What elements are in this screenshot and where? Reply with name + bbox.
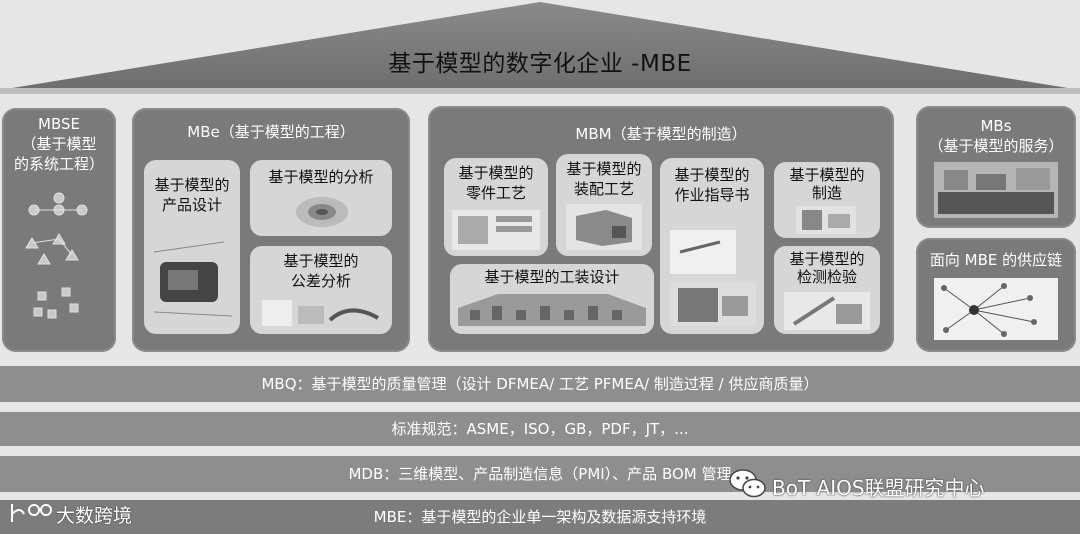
manufacturing-image bbox=[796, 206, 856, 234]
pillar-mbs: MBs （基于模型的服务） bbox=[916, 106, 1076, 228]
mbs-title: MBs bbox=[916, 116, 1076, 136]
mbe-title: MBe（基于模型的工程） bbox=[132, 122, 410, 142]
analysis-mesh-image bbox=[292, 192, 352, 232]
pillar-supply-chain: 面向 MBE 的供应链 bbox=[916, 238, 1076, 352]
pillar-mbm: MBM（基于模型的制造） 基于模型的 零件工艺 基于模型的 装配工艺 基于模型的… bbox=[428, 106, 894, 352]
mbse-subtitle: （基于模型 bbox=[2, 134, 116, 154]
work-instruction-image bbox=[670, 230, 756, 326]
service-image bbox=[934, 162, 1058, 218]
analysis-label: 基于模型的分析 bbox=[250, 168, 392, 187]
product-cad-image bbox=[154, 232, 234, 322]
mbse-subtitle-2: 的系统工程） bbox=[2, 154, 116, 174]
supply-chain-network-image bbox=[934, 278, 1058, 340]
card-product-design: 基于模型的 产品设计 bbox=[144, 160, 240, 334]
product-design-label-2: 产品设计 bbox=[144, 196, 240, 215]
pillar-mbe: MBe（基于模型的工程） 基于模型的 产品设计 基于模型的分析 基于模型的 公差… bbox=[132, 108, 410, 352]
card-tolerance: 基于模型的 公差分析 bbox=[250, 246, 392, 334]
card-parts-process: 基于模型的 零件工艺 bbox=[444, 158, 548, 256]
assembly-process-label-2: 装配工艺 bbox=[556, 180, 652, 199]
parts-process-label-2: 零件工艺 bbox=[444, 184, 548, 203]
mbse-title: MBSE bbox=[2, 114, 116, 134]
band-standards: 标准规范：ASME，ISO，GB，PDF，JT，... bbox=[0, 412, 1080, 446]
wechat-icon bbox=[728, 466, 768, 500]
band-mbq: MBQ：基于模型的质量管理（设计 DFMEA/ 工艺 PFMEA/ 制造过程 /… bbox=[0, 366, 1080, 402]
supply-chain-title: 面向 MBE 的供应链 bbox=[916, 250, 1076, 270]
roof-title: 基于模型的数字化企业 -MBE bbox=[0, 44, 1080, 78]
inspection-image bbox=[784, 292, 870, 330]
card-analysis: 基于模型的分析 bbox=[250, 160, 392, 236]
bigdata-logo-icon bbox=[8, 500, 54, 526]
manufacturing-label-1: 基于模型的 bbox=[774, 166, 880, 185]
card-assembly-process: 基于模型的 装配工艺 bbox=[556, 154, 652, 256]
parts-process-label-1: 基于模型的 bbox=[444, 164, 548, 183]
product-design-label-1: 基于模型的 bbox=[144, 176, 240, 195]
work-instruction-label-1: 基于模型的 bbox=[660, 166, 764, 185]
watermark-right: BoT AIOS联盟研究中心 bbox=[772, 472, 985, 501]
watermark-left: 大数跨境 bbox=[56, 501, 132, 528]
band-mbe-base: MBE：基于模型的企业单一架构及数据源支持环境 bbox=[0, 500, 1080, 534]
mbm-title: MBM（基于模型的制造） bbox=[428, 124, 894, 144]
card-manufacturing: 基于模型的 制造 bbox=[774, 162, 880, 238]
system-model-diagram bbox=[12, 188, 106, 338]
assembly-process-image bbox=[566, 204, 642, 250]
tolerance-image bbox=[260, 296, 382, 330]
tolerance-label-1: 基于模型的 bbox=[250, 252, 392, 271]
mbs-subtitle: （基于模型的服务） bbox=[916, 136, 1076, 156]
card-tooling-design: 基于模型的工装设计 bbox=[450, 264, 654, 334]
tolerance-label-2: 公差分析 bbox=[250, 272, 392, 291]
tooling-design-image bbox=[458, 290, 646, 330]
inspection-label-2: 检测检验 bbox=[774, 268, 880, 287]
card-work-instruction: 基于模型的 作业指导书 bbox=[660, 158, 764, 334]
manufacturing-label-2: 制造 bbox=[774, 184, 880, 203]
tooling-design-label: 基于模型的工装设计 bbox=[450, 268, 654, 287]
pillar-mbse: MBSE （基于模型 的系统工程） bbox=[2, 108, 116, 352]
assembly-process-label-1: 基于模型的 bbox=[556, 160, 652, 179]
work-instruction-label-2: 作业指导书 bbox=[660, 186, 764, 205]
parts-process-image bbox=[452, 210, 540, 250]
card-inspection: 基于模型的 检测检验 bbox=[774, 246, 880, 334]
inspection-label-1: 基于模型的 bbox=[774, 250, 880, 269]
